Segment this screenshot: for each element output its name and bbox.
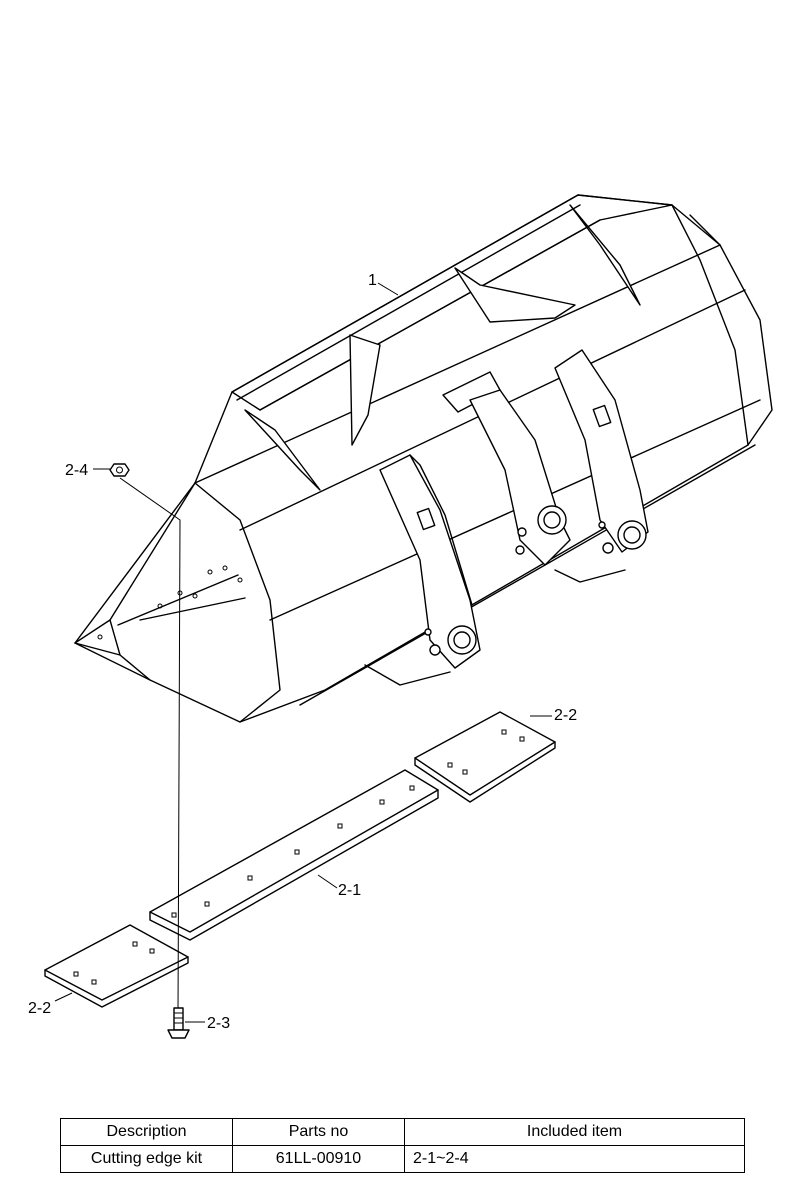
loader-bucket <box>74 194 773 723</box>
parts-table: Description Parts no Included item Cutti… <box>60 1118 745 1173</box>
bucket-floor-holes <box>97 565 243 640</box>
callout-2-1: 2-1 <box>338 882 361 899</box>
callout-2-4: 2-4 <box>65 462 88 479</box>
exploded-parts-diagram: 1 2-4 2-2 2-1 2-2 2-3 <box>28 194 773 1039</box>
callout-2-3: 2-3 <box>207 1015 230 1032</box>
assembly-line <box>119 477 181 1013</box>
cell-description: Cutting edge kit <box>60 1145 233 1173</box>
table-header-row: Description Parts no Included item <box>60 1118 745 1146</box>
header-included-item: Included item <box>404 1118 745 1146</box>
leader-lines <box>54 282 552 1023</box>
cell-included-item: 2-1~2-4 <box>404 1145 745 1173</box>
cutting-edge-side-left <box>44 924 189 1008</box>
callout-2-2-left: 2-2 <box>28 1000 51 1017</box>
header-parts-no: Parts no <box>232 1118 405 1146</box>
bucket-mounting-ears <box>379 349 649 669</box>
callout-2-2-right: 2-2 <box>554 707 577 724</box>
nut <box>109 463 130 477</box>
cutting-edge-side-right <box>414 711 556 803</box>
header-description: Description <box>60 1118 233 1146</box>
bolt <box>167 1007 190 1039</box>
table-row: Cutting edge kit 61LL-00910 2-1~2-4 <box>60 1145 745 1173</box>
callout-1: 1 <box>368 272 377 289</box>
cell-parts-no: 61LL-00910 <box>232 1145 405 1173</box>
cutting-edge-center <box>149 769 439 941</box>
